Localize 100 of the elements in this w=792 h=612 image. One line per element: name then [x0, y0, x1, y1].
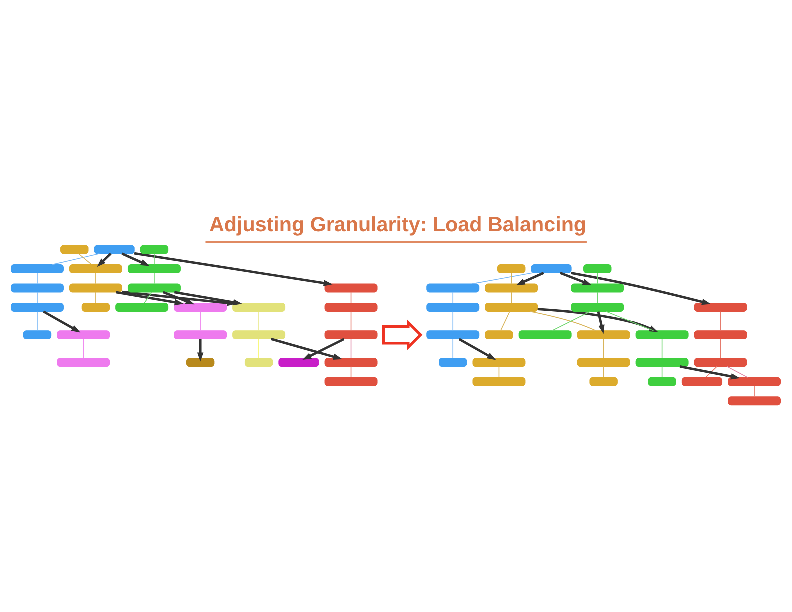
connector	[452, 291, 454, 304]
node-box	[577, 358, 630, 367]
connector	[258, 338, 260, 358]
node-box	[10, 283, 64, 292]
connector	[350, 338, 352, 358]
connector	[350, 310, 352, 331]
node-box	[485, 283, 538, 292]
arrow	[302, 338, 345, 360]
connector	[754, 385, 755, 397]
connector	[350, 291, 352, 304]
node-box	[82, 302, 110, 312]
connector	[720, 338, 722, 358]
node-box	[244, 358, 274, 367]
node-box	[186, 358, 215, 367]
node-box	[571, 302, 624, 312]
arrow	[597, 311, 605, 334]
connector	[597, 291, 598, 304]
arrow	[197, 338, 204, 362]
node-box	[57, 330, 110, 340]
arrow	[116, 290, 184, 306]
node-box	[498, 264, 526, 273]
node-box	[232, 330, 286, 340]
connector	[52, 252, 100, 265]
arrow	[570, 271, 712, 305]
node-box	[531, 264, 572, 273]
connector	[200, 310, 201, 331]
connector	[603, 338, 604, 358]
connector	[78, 252, 92, 265]
connector	[720, 310, 722, 331]
node-box	[518, 330, 572, 340]
connector	[37, 310, 38, 331]
node-box	[174, 330, 228, 340]
node-box	[648, 376, 676, 386]
node-box	[472, 358, 526, 367]
connector	[706, 366, 718, 378]
node-box	[426, 302, 480, 312]
node-box	[728, 376, 782, 386]
arrow	[680, 365, 740, 380]
connector	[83, 338, 84, 358]
node-box	[472, 376, 526, 386]
connector	[662, 338, 663, 358]
node-box	[10, 264, 64, 273]
node-box	[590, 376, 618, 386]
connector	[37, 291, 38, 304]
connector	[606, 310, 654, 331]
arrow	[560, 272, 592, 285]
connector	[452, 310, 454, 331]
connector	[603, 366, 604, 378]
arrow	[134, 252, 333, 286]
node-arrow	[382, 318, 423, 350]
connector	[37, 272, 38, 284]
connector	[350, 366, 352, 378]
node-box	[485, 302, 538, 312]
connector	[726, 366, 748, 378]
connector	[144, 291, 152, 304]
node-box	[94, 244, 135, 254]
node-box	[324, 358, 378, 367]
node-box	[278, 358, 320, 367]
arrow	[43, 310, 81, 332]
node-box	[128, 264, 181, 273]
arrow	[97, 252, 112, 267]
node-box	[636, 330, 689, 340]
node-box	[682, 376, 723, 386]
node-box	[636, 358, 689, 367]
node-box	[694, 302, 748, 312]
connector	[511, 291, 512, 304]
arrow	[122, 252, 150, 266]
node-box	[128, 283, 181, 292]
connector	[498, 366, 500, 378]
connector	[154, 272, 155, 284]
node-box	[694, 358, 748, 367]
connector	[662, 366, 663, 378]
arrow	[270, 338, 342, 360]
connector	[472, 272, 533, 284]
node-box	[60, 244, 89, 254]
node-box	[57, 358, 110, 367]
diagram-title: Adjusting Granularity: Load Balancing	[210, 212, 587, 236]
connector	[452, 338, 454, 358]
arrow	[458, 338, 496, 360]
connector	[154, 252, 155, 265]
node-box	[10, 302, 64, 312]
node-box	[324, 376, 378, 386]
node-box	[69, 264, 122, 273]
arrow	[516, 272, 544, 285]
node-box	[426, 283, 480, 292]
node-box	[324, 283, 378, 292]
node-box	[694, 330, 748, 340]
node-box	[584, 264, 612, 273]
node-box	[571, 283, 624, 292]
node-box	[728, 396, 782, 406]
connector	[552, 310, 591, 331]
node-box	[485, 330, 514, 340]
node-box	[324, 330, 378, 340]
node-box	[23, 330, 52, 340]
node-box	[324, 302, 378, 312]
connector	[258, 310, 260, 331]
arrow	[162, 290, 195, 304]
connector	[530, 310, 596, 331]
node-box	[174, 302, 228, 312]
node-box	[439, 358, 468, 367]
